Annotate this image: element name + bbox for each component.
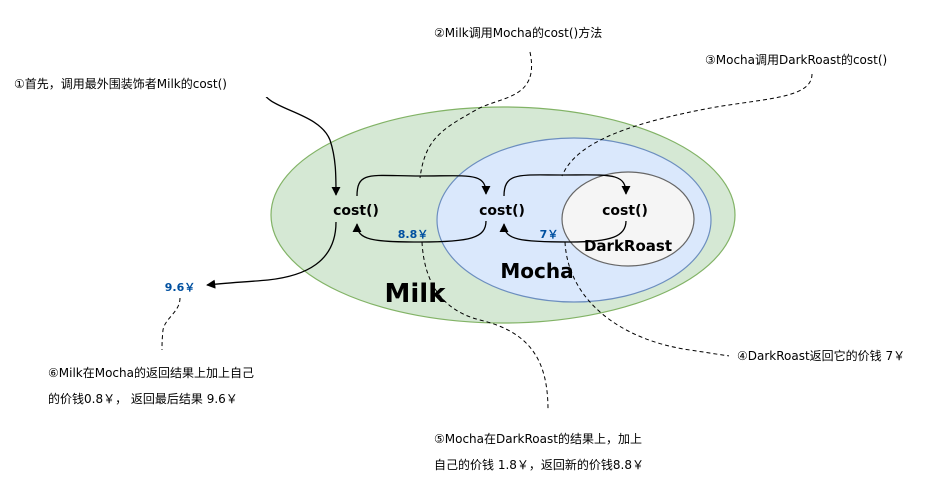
note-step1: ①首先，调用最外围装饰者Milk的cost() (6, 71, 278, 97)
note-step5-line1: ⑤Mocha在DarkRoast的结果上，加上 (434, 432, 642, 446)
arrow-darkroast-return (499, 220, 627, 243)
note-step6: ⑥Milk在Mocha的返回结果上加上自己 的价钱0.8￥， 返回最后结果 9.… (40, 358, 282, 412)
milk-label: Milk (385, 279, 447, 309)
note-step4: ④DarkRoast返回它的价钱 7￥ (729, 343, 927, 369)
note-step5-line2: 自己的价钱 1.8￥，返回新的价钱8.8￥ (434, 458, 644, 472)
arrow-mocha-to-darkroast (503, 174, 631, 197)
note-step3-text: ③Mocha调用DarkRoast的cost() (705, 53, 888, 67)
mocha-cost-label: cost() (479, 203, 525, 219)
arrow-milk-to-mocha (356, 174, 491, 197)
arrow-milk-return (206, 221, 337, 289)
note-step1-text: ①首先，调用最外围装饰者Milk的cost() (14, 77, 227, 91)
arrow-mocha-return (352, 220, 487, 243)
note-step4-text: ④DarkRoast返回它的价钱 7￥ (737, 349, 906, 363)
price-mocha-return: 8.8￥ (398, 228, 429, 241)
note-step5: ⑤Mocha在DarkRoast的结果上，加上 自己的价钱 1.8￥，返回新的价… (426, 424, 668, 478)
note-step6-line2: 的价钱0.8￥， 返回最后结果 9.6￥ (48, 392, 238, 406)
darkroast-label: DarkRoast (584, 237, 672, 255)
mocha-label: Mocha (500, 259, 573, 283)
note-step2: ②Milk调用Mocha的cost()方法 (426, 20, 632, 46)
darkroast-ellipse (561, 171, 695, 267)
note-step3: ③Mocha调用DarkRoast的cost() (697, 47, 917, 73)
price-darkroast-return: 7￥ (540, 228, 559, 241)
dashed-step5 (421, 241, 549, 411)
note-step2-text: ②Milk调用Mocha的cost()方法 (434, 26, 603, 40)
note-step6-line1: ⑥Milk在Mocha的返回结果上加上自己 (48, 366, 254, 380)
dashed-step3 (561, 73, 813, 177)
dashed-step2 (419, 51, 533, 179)
arrow-call-milk (261, 86, 341, 196)
darkroast-cost-label: cost() (602, 203, 648, 219)
dashed-step6 (161, 297, 181, 351)
price-milk-return: 9.6￥ (165, 281, 196, 294)
milk-cost-label: cost() (333, 203, 379, 219)
dashed-step4 (564, 241, 731, 357)
